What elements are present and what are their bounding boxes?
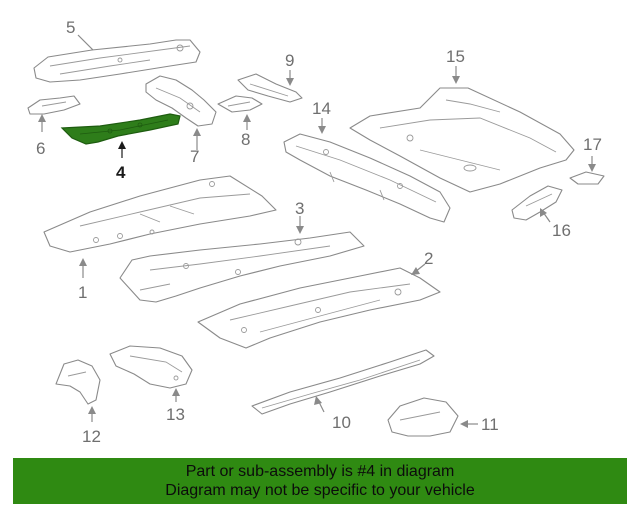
part-6-shape[interactable] bbox=[27, 95, 81, 115]
diagram-note-banner: Part or sub-assembly is #4 in diagram Di… bbox=[13, 458, 627, 504]
label-2: 2 bbox=[424, 249, 433, 268]
part-11-shape[interactable] bbox=[387, 397, 459, 437]
label-5: 5 bbox=[66, 18, 75, 37]
label-16: 16 bbox=[552, 221, 571, 240]
part-14-shape[interactable] bbox=[283, 133, 451, 223]
label-4: 4 bbox=[116, 163, 126, 182]
label-12: 12 bbox=[82, 427, 101, 446]
part-1-shape[interactable] bbox=[43, 175, 277, 253]
part-2-shape[interactable] bbox=[197, 267, 441, 349]
part-10-shape[interactable] bbox=[251, 349, 435, 415]
part-4-shape[interactable] bbox=[60, 113, 181, 145]
label-13: 13 bbox=[166, 405, 185, 424]
label-10: 10 bbox=[332, 413, 351, 432]
label-11: 11 bbox=[481, 415, 499, 434]
label-14: 14 bbox=[312, 99, 331, 118]
label-7: 7 bbox=[190, 147, 199, 166]
label-6: 6 bbox=[36, 139, 45, 158]
part-note: Part or sub-assembly is #4 in diagram bbox=[185, 463, 455, 480]
label-8: 8 bbox=[241, 130, 250, 149]
part-5-shape[interactable] bbox=[33, 39, 201, 83]
label-9: 9 bbox=[285, 51, 294, 70]
part-15-shape[interactable] bbox=[349, 87, 575, 193]
part-12-shape[interactable] bbox=[55, 359, 101, 405]
label-1: 1 bbox=[78, 283, 87, 302]
part-13-shape[interactable] bbox=[109, 345, 193, 389]
part-17-shape[interactable] bbox=[569, 171, 605, 185]
part-7-shape[interactable] bbox=[145, 75, 217, 127]
label-15: 15 bbox=[446, 47, 465, 66]
disclaimer-note: Diagram may not be specific to your vehi… bbox=[165, 482, 475, 499]
label-17: 17 bbox=[583, 135, 602, 154]
part-16-shape[interactable] bbox=[511, 185, 563, 221]
part-8-shape[interactable] bbox=[217, 95, 263, 113]
label-3: 3 bbox=[295, 199, 304, 218]
parts-diagram: 5 6 4 7 8 9 bbox=[27, 18, 605, 446]
part-3-shape[interactable] bbox=[119, 231, 365, 303]
part-9-shape[interactable] bbox=[237, 73, 303, 103]
